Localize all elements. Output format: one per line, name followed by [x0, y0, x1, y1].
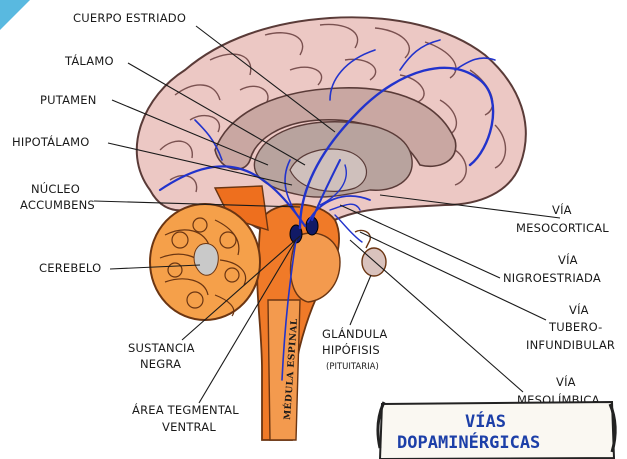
label-talamo: TÁLAMO	[64, 53, 114, 68]
cerebellum	[150, 204, 260, 320]
label-mesocortical-1: VÍA	[552, 202, 572, 217]
label-mesocortical-2: MESOCORTICAL	[516, 221, 609, 235]
label-area-2: VENTRAL	[162, 420, 216, 434]
label-tubero-1: VÍA	[569, 302, 589, 317]
label-tubero-2: TUBERO-	[548, 320, 603, 334]
label-sustancia-2: NEGRA	[140, 357, 181, 371]
label-nucleo-2: ACCUMBENS	[20, 198, 95, 212]
label-meso-1: VÍA	[556, 374, 576, 389]
label-sustancia-1: SUSTANCIA	[128, 341, 195, 355]
title-box: VÍAS DOPAMINÉRGICAS	[378, 402, 615, 459]
label-putamen: PUTAMEN	[40, 93, 97, 107]
title-line2: DOPAMINÉRGICAS	[397, 431, 540, 453]
label-nigro-1: VÍA	[558, 252, 578, 267]
label-tubero-3: INFUNDIBULAR	[526, 338, 615, 352]
corner-decoration	[0, 0, 30, 30]
label-glandula-3: (PITUITARIA)	[326, 362, 379, 372]
label-nigro-2: NIGROESTRIADA	[503, 271, 601, 285]
label-glandula-1: GLÁNDULA	[322, 326, 387, 341]
label-hipotalamo: HIPOTÁLAMO	[12, 134, 90, 149]
label-nucleo-1: NÚCLEO	[31, 181, 80, 196]
label-cuerpo-estriado: CUERPO ESTRIADO	[73, 11, 186, 25]
label-cerebelo: CEREBELO	[39, 261, 101, 275]
label-area-1: ÁREA TEGMENTAL	[132, 402, 239, 417]
title-line1: VÍAS	[465, 410, 506, 432]
label-glandula-2: HIPÓFISIS	[322, 342, 380, 357]
pons	[291, 233, 340, 302]
